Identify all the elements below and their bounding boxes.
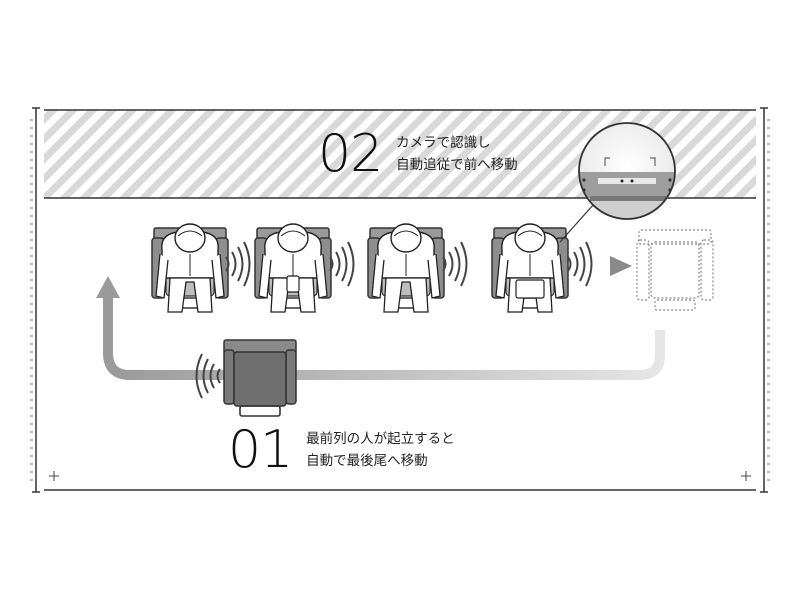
person-on-chair-icon [254, 223, 332, 313]
step-02-number: 02 [318, 124, 383, 184]
step-01-number: 01 [228, 420, 293, 480]
step-02-block: 02 カメラで認識し 自動追従で前へ移動 [318, 128, 518, 180]
step-01-block: 01 最前列の人が起立すると 自動で最後尾へ移動 [228, 424, 455, 476]
ruler-left [32, 107, 40, 493]
person-on-chair-icon [151, 223, 229, 313]
person-on-chair-icon [491, 223, 569, 313]
step-02-description: カメラで認識し 自動追従で前へ移動 [396, 132, 518, 176]
empty-chair-icon [636, 229, 714, 311]
step-02-line-1: カメラで認識し [396, 135, 491, 151]
waiting-chair-icon [223, 339, 297, 417]
step-01-line-2: 自動で最後尾へ移動 [306, 453, 428, 469]
return-arrow-icon [96, 276, 665, 380]
ruler-ticks [30, 119, 770, 481]
step-01-line-1: 最前列の人が起立すると [306, 431, 455, 447]
step-02-line-2: 自動追従で前へ移動 [396, 157, 518, 173]
crosshair-icon [49, 471, 751, 481]
ruler-right [760, 107, 768, 493]
person-on-chair-icon [367, 223, 445, 313]
step-01-description: 最前列の人が起立すると 自動で最後尾へ移動 [306, 428, 455, 472]
